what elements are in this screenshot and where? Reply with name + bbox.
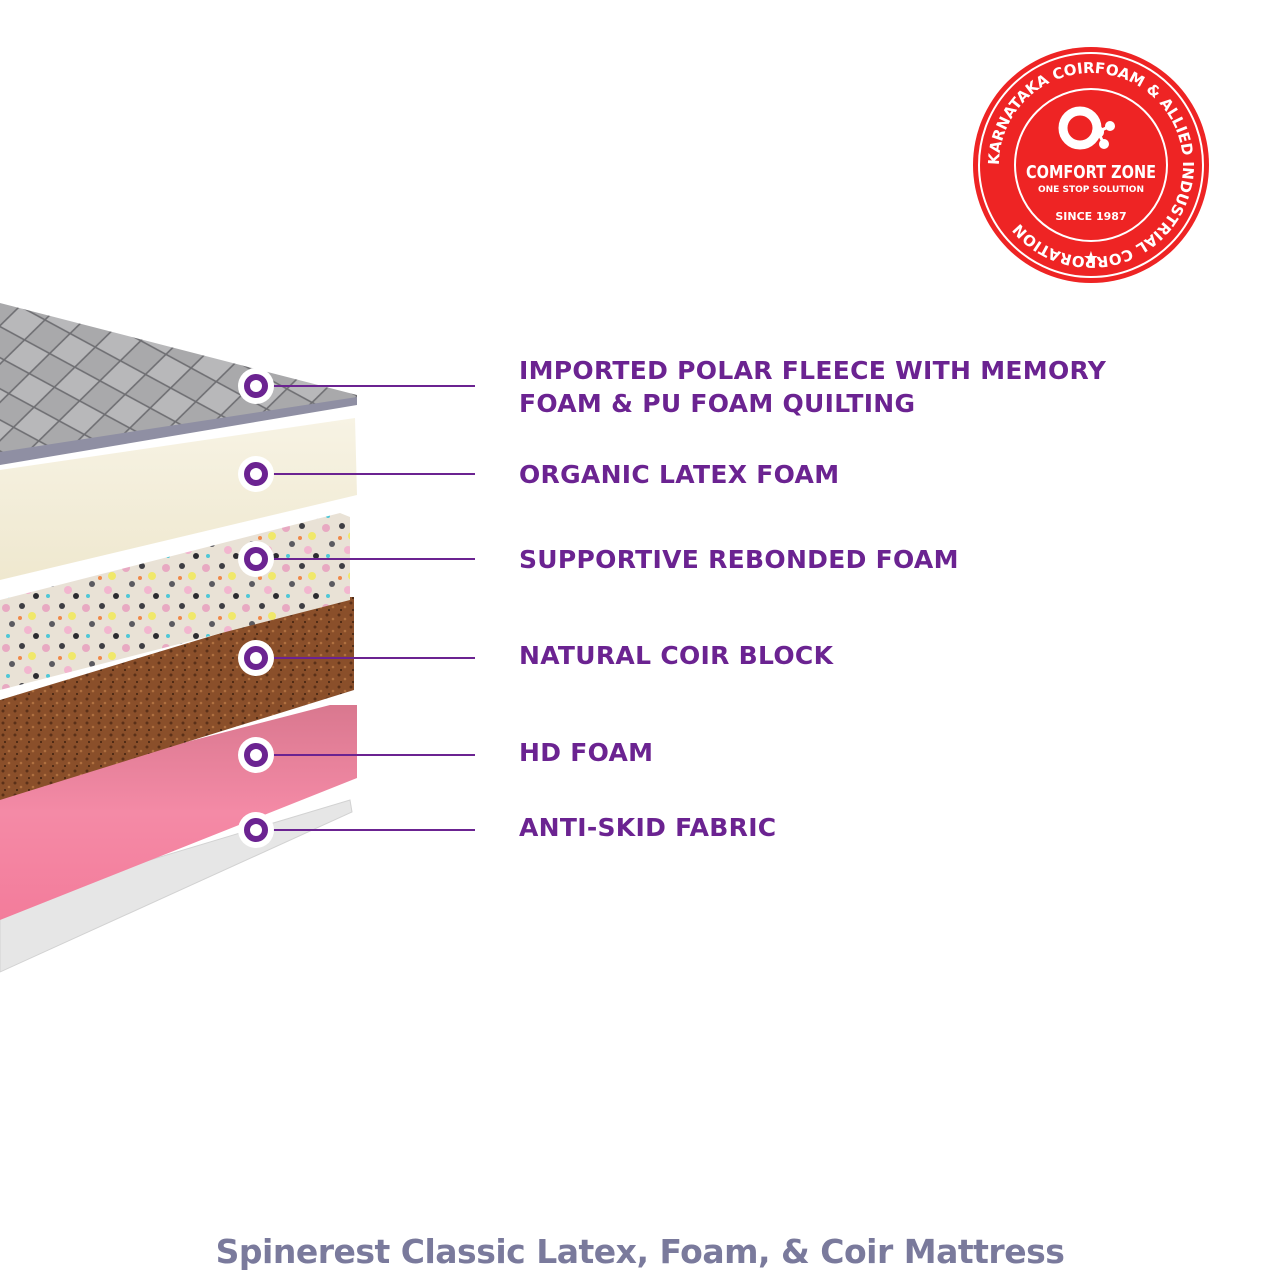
ring-marker-icon	[238, 456, 274, 492]
layer-label-line2: FOAM & PU FOAM QUILTING	[519, 389, 916, 418]
layer-label-latex: ORGANIC LATEX FOAM	[519, 460, 840, 489]
ring-marker-icon	[238, 640, 274, 676]
badge-since: SINCE 1987	[1055, 210, 1126, 223]
ring-marker-icon	[238, 812, 274, 848]
badge-tagline: ONE STOP SOLUTION	[1038, 185, 1144, 195]
star-icon: ★	[1083, 248, 1099, 268]
badge-brand: COMFORT ZONE	[1026, 162, 1156, 183]
ring-marker-icon	[238, 737, 274, 773]
ring-marker-icon	[238, 368, 274, 404]
layer-label-line1: IMPORTED POLAR FLEECE WITH MEMORY	[519, 356, 1107, 385]
layer-label-anti-skid: ANTI-SKID FABRIC	[519, 813, 777, 842]
ring-marker-icon	[238, 541, 274, 577]
layer-label-polar-fleece: IMPORTED POLAR FLEECE WITH MEMORY FOAM &…	[519, 354, 1106, 420]
layer-label-rebonded: SUPPORTIVE REBONDED FOAM	[519, 545, 959, 574]
comfort-zone-badge: KARNATAKA COIRFOAM & ALLIED INDUSTRIAL C…	[973, 47, 1209, 283]
layer-latex-foam	[0, 418, 357, 580]
product-title-caption: Spinerest Classic Latex, Foam, & Coir Ma…	[215, 1232, 1065, 1271]
layer-label-hd-foam: HD FOAM	[519, 738, 654, 767]
layer-polar-fleece	[0, 303, 357, 460]
layer-label-coir: NATURAL COIR BLOCK	[519, 641, 834, 670]
cz-molecule-logo-icon	[1058, 106, 1115, 150]
